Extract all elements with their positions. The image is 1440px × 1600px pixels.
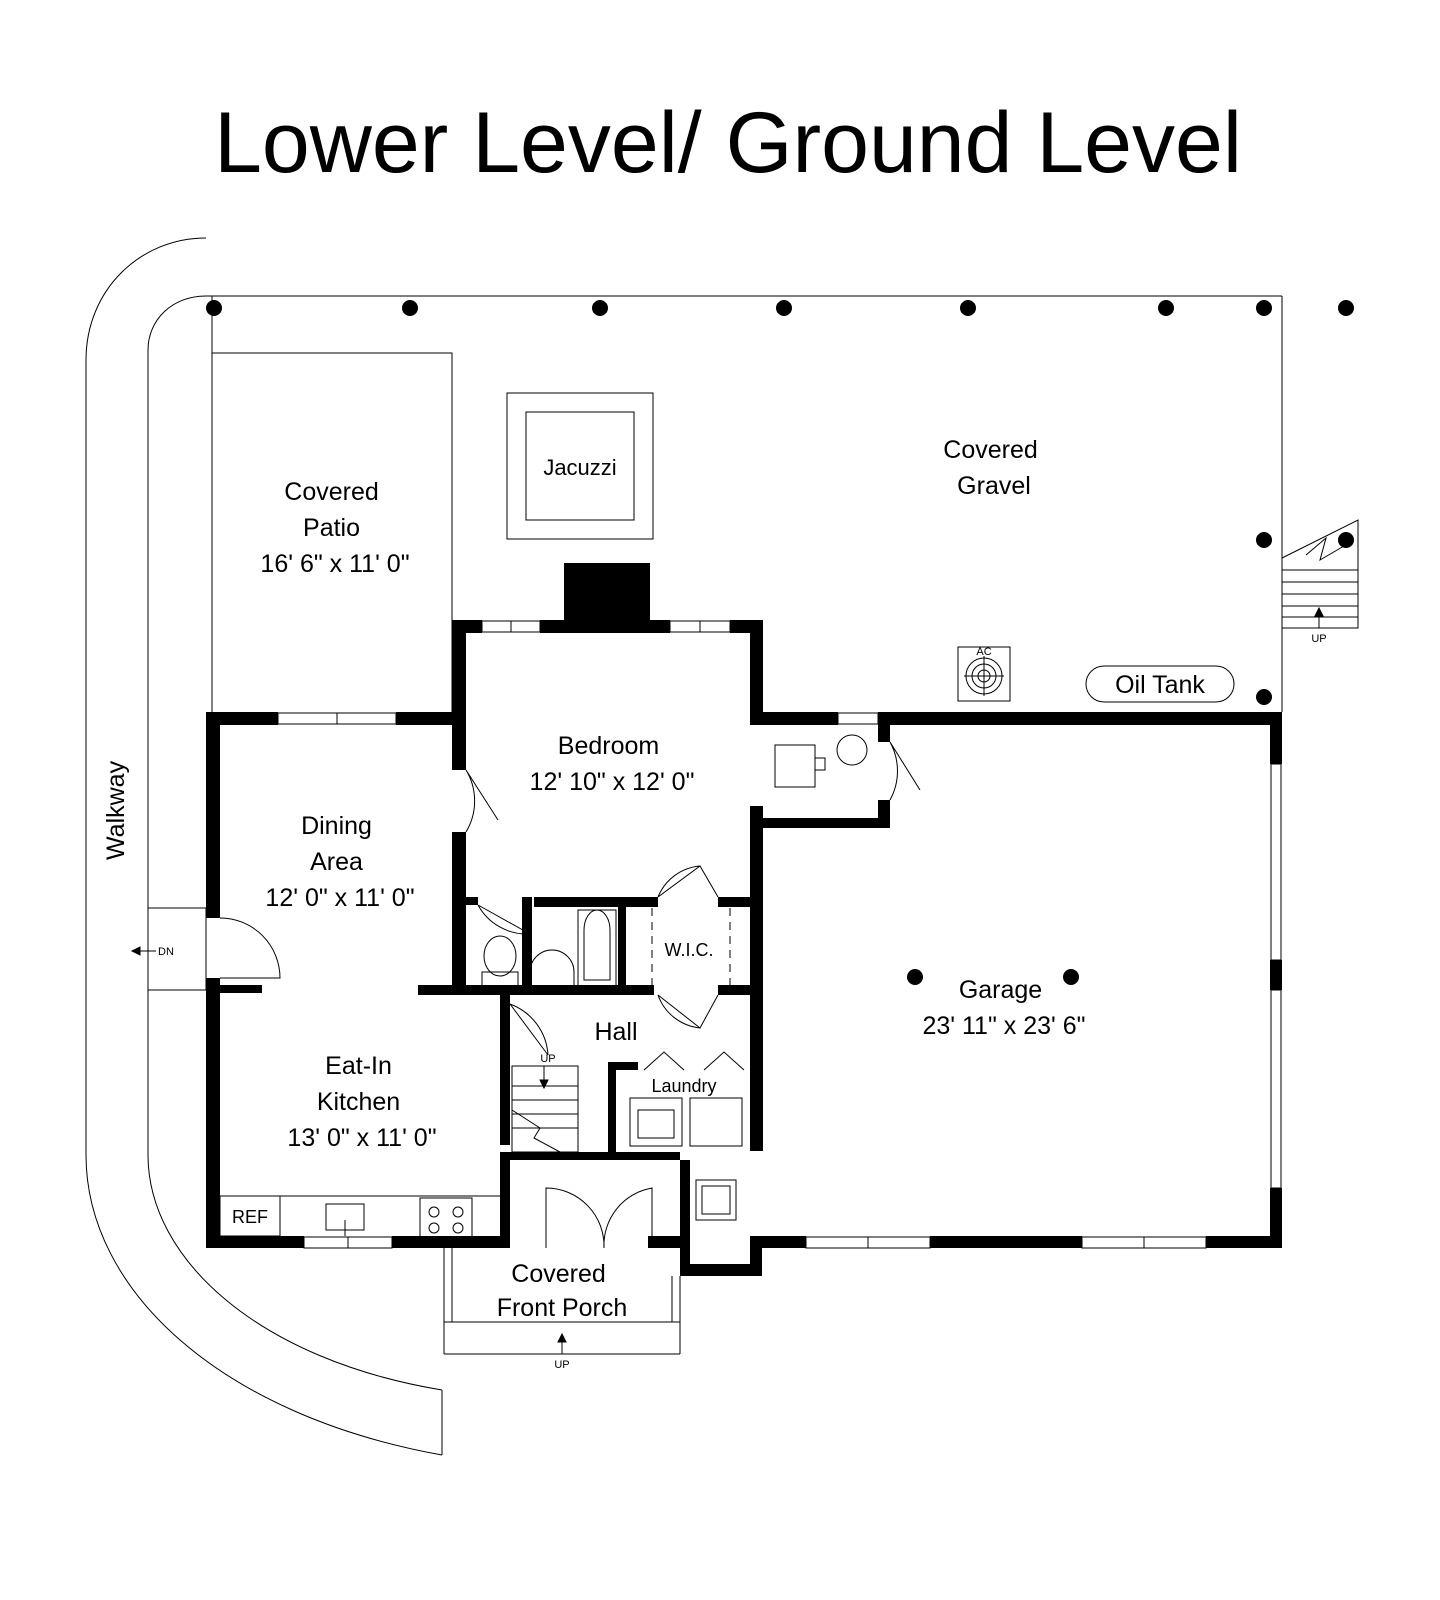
covered-gravel-label: Covered Gravel bbox=[943, 436, 1044, 500]
side-entry-dn-arrow bbox=[130, 946, 156, 956]
hall-stairs-up-label: UP bbox=[540, 1053, 555, 1065]
oil-tank-label: Oil Tank bbox=[1115, 671, 1205, 699]
jacuzzi-label: Jacuzzi bbox=[543, 455, 616, 480]
utility-sink bbox=[695, 1179, 737, 1221]
toilet bbox=[483, 935, 517, 977]
laundry-label: Laundry bbox=[651, 1076, 716, 1096]
utility-fixtures bbox=[774, 734, 868, 788]
hall-label: Hall bbox=[594, 1018, 637, 1046]
hall-stairs bbox=[511, 1065, 579, 1153]
bath-sink bbox=[529, 949, 575, 987]
stove bbox=[419, 1197, 473, 1239]
dining-area-label: Dining Area 12' 0" x 11' 0" bbox=[265, 812, 414, 912]
jacuzzi bbox=[506, 392, 654, 540]
wic-label: W.I.C. bbox=[665, 940, 714, 960]
side-entry-dn-label: DN bbox=[158, 946, 174, 958]
ac-label: AC bbox=[976, 646, 991, 658]
laundry-machines bbox=[629, 1097, 743, 1147]
bathroom-fixtures bbox=[481, 909, 617, 987]
window-mullions bbox=[336, 621, 1145, 1248]
walls bbox=[206, 620, 1282, 1276]
column-posts bbox=[206, 300, 1354, 985]
ref-label: REF bbox=[232, 1207, 268, 1227]
walkway-label: Walkway bbox=[102, 760, 130, 860]
oil-tank bbox=[1085, 665, 1235, 703]
front-porch-up-label: UP bbox=[554, 1359, 569, 1371]
ac-unit bbox=[957, 646, 1011, 702]
kitchen-fixtures bbox=[219, 1195, 500, 1239]
doors bbox=[148, 741, 921, 1249]
covered-front-porch-label: Covered Front Porch bbox=[497, 1260, 628, 1322]
covered-patio-label: Covered Patio 16' 6" x 11' 0" bbox=[260, 478, 409, 578]
garage-label: Garage 23' 11" x 23' 6" bbox=[922, 976, 1085, 1040]
refrigerator bbox=[219, 1195, 281, 1237]
walkway-path bbox=[85, 237, 443, 1456]
garage-column-left bbox=[907, 969, 923, 985]
plan-title: Lower Level/ Ground Level bbox=[214, 95, 1242, 191]
side-stairs bbox=[1281, 519, 1359, 629]
bedroom-label: Bedroom 12' 10" x 12' 0" bbox=[530, 732, 695, 796]
garage-column-right bbox=[1063, 969, 1079, 985]
chimney bbox=[564, 563, 650, 621]
side-stairs-up-label: UP bbox=[1311, 633, 1326, 645]
front-porch bbox=[443, 1248, 681, 1355]
eat-in-kitchen-label: Eat-In Kitchen 13' 0" x 11' 0" bbox=[287, 1052, 436, 1152]
